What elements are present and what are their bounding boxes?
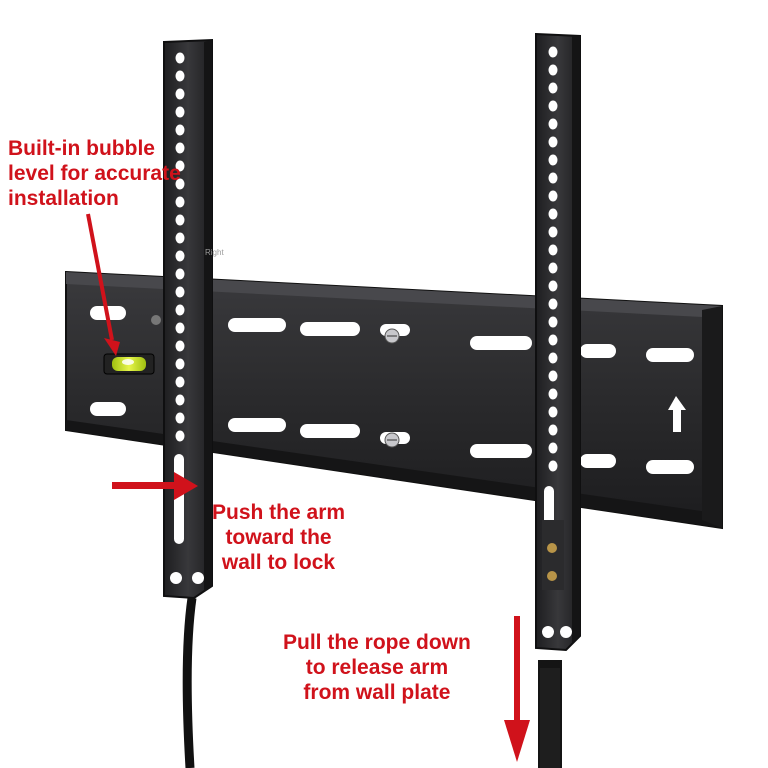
arm-hole bbox=[548, 136, 558, 148]
arm-hole bbox=[548, 280, 558, 292]
callout-line: Pull the rope down bbox=[283, 631, 471, 654]
callout-line: installation bbox=[8, 187, 119, 210]
callout-line: Built-in bubble bbox=[8, 137, 155, 160]
arm-hole bbox=[548, 352, 558, 364]
arm-hole bbox=[548, 460, 558, 472]
arm-hole bbox=[175, 52, 185, 64]
up-arrow-icon bbox=[668, 396, 686, 432]
arm-hole bbox=[175, 412, 185, 424]
arm-hole bbox=[175, 268, 185, 280]
callout-line: Push the arm bbox=[212, 501, 346, 524]
arm-hole bbox=[175, 376, 185, 388]
callout-line: wall to lock bbox=[221, 551, 336, 574]
bubble-level-callout: Built-in bubble level for accurate insta… bbox=[8, 136, 181, 211]
right-arm bbox=[535, 32, 581, 768]
arm-hole bbox=[548, 64, 558, 76]
arm-hole bbox=[548, 190, 558, 202]
callout-arrows bbox=[86, 213, 530, 762]
arm-hole bbox=[548, 424, 558, 436]
mounting-slots bbox=[90, 306, 694, 474]
arm-hole bbox=[175, 178, 185, 190]
arm-hole bbox=[548, 388, 558, 400]
push-arm-callout: Push the arm toward the wall to lock bbox=[212, 500, 345, 575]
center-screws bbox=[151, 315, 400, 448]
arm-hole bbox=[175, 214, 185, 226]
arm-hole bbox=[175, 106, 185, 118]
arm-hole bbox=[548, 208, 558, 220]
arm-hole bbox=[548, 298, 558, 310]
arm-hole bbox=[548, 118, 558, 130]
arm-hole bbox=[175, 430, 185, 442]
arm-hole bbox=[175, 142, 185, 154]
arm-hole bbox=[175, 358, 185, 370]
arm-hole bbox=[175, 70, 185, 82]
bubble-level bbox=[103, 353, 155, 375]
arm-hole bbox=[548, 334, 558, 346]
arm-orientation-label: Right bbox=[205, 248, 224, 257]
arm-hole bbox=[175, 196, 185, 208]
arm-hole bbox=[548, 370, 558, 382]
arm-hole bbox=[175, 250, 185, 262]
arm-hole bbox=[175, 124, 185, 136]
arm-hole bbox=[548, 262, 558, 274]
callout-line: to release arm bbox=[305, 656, 449, 679]
arm-hole bbox=[548, 82, 558, 94]
arm-hole bbox=[175, 88, 185, 100]
arm-hole bbox=[175, 304, 185, 316]
left-arm bbox=[163, 38, 213, 768]
left-arm-holes bbox=[175, 52, 185, 442]
arm-hole bbox=[175, 160, 185, 172]
arm-hole bbox=[548, 46, 558, 58]
pull-rope-callout: Pull the rope down to release arm from w… bbox=[283, 630, 471, 705]
right-arm-holes bbox=[548, 46, 558, 472]
arm-hole bbox=[175, 232, 185, 244]
callout-line: level for accurate bbox=[8, 162, 181, 185]
arm-hole bbox=[548, 442, 558, 454]
arm-hole bbox=[548, 316, 558, 328]
arm-hole bbox=[175, 286, 185, 298]
arm-hole bbox=[548, 406, 558, 418]
arm-hole bbox=[548, 226, 558, 238]
arm-hole bbox=[548, 244, 558, 256]
arm-hole bbox=[548, 100, 558, 112]
arrow-push-arm bbox=[112, 472, 198, 500]
arm-hole bbox=[175, 394, 185, 406]
arm-hole bbox=[175, 322, 185, 334]
arm-hole bbox=[548, 172, 558, 184]
arrow-to-bubble-level bbox=[86, 213, 120, 356]
arm-hole bbox=[548, 154, 558, 166]
arm-hole bbox=[175, 340, 185, 352]
callout-line: from wall plate bbox=[303, 681, 451, 704]
callout-line: toward the bbox=[225, 526, 332, 549]
arrow-pull-rope bbox=[504, 616, 530, 762]
